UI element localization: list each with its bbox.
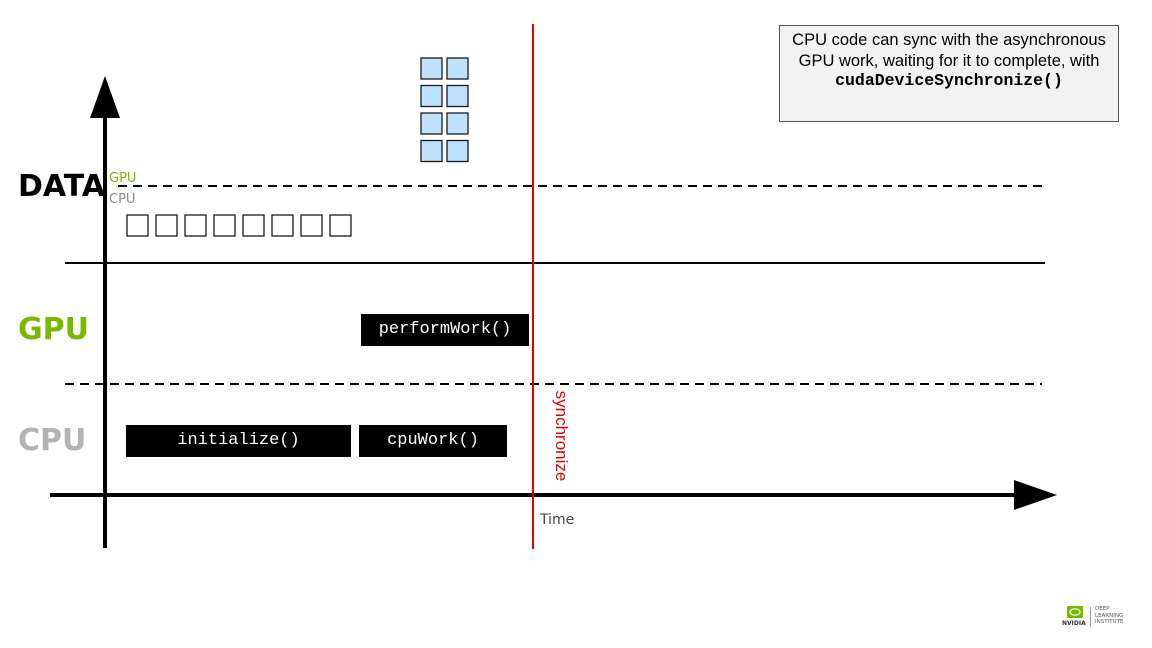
callout-box: CPU code can sync with the asynchronous …: [779, 25, 1119, 122]
row-label-data: DATA: [18, 169, 106, 204]
cpu-data-block: [155, 214, 178, 237]
cpu-work-task: cpuWork(): [359, 425, 507, 457]
nvidia-wordmark: NVIDIA: [1062, 620, 1086, 627]
institute-line-1: DEEP: [1095, 606, 1110, 612]
cpu-data-block: [329, 214, 352, 237]
cpu-data-block: [271, 214, 294, 237]
nvidia-dli-logo: NVIDIA DEEP LEARNING INSTITUTE: [1062, 605, 1132, 631]
nvidia-eye-icon: [1067, 606, 1083, 618]
gpu-data-block: [420, 84, 443, 108]
vertical-axis-arrowhead: [90, 76, 120, 118]
institute-wordmark: DEEP LEARNING INSTITUTE: [1095, 606, 1123, 626]
logo-divider: [1090, 607, 1091, 627]
cpu-data-block: [300, 214, 323, 237]
synchronize-label: synchronize: [552, 390, 571, 482]
gpu-data-block: [446, 57, 469, 80]
institute-line-2: LEARNING: [1095, 612, 1124, 619]
callout-code: cudaDeviceSynchronize(): [835, 71, 1063, 90]
gpu-data-block: [420, 57, 443, 80]
institute-line-3: INSTITUTE: [1095, 619, 1124, 625]
gpu-memory-label: GPU: [109, 171, 137, 186]
cpu-data-block: [213, 214, 236, 237]
gpu-data-block: [446, 139, 469, 163]
row-label-gpu: GPU: [18, 312, 89, 347]
perform-work-task: performWork(): [361, 314, 529, 346]
cpu-data-blocks: [126, 214, 352, 237]
cpu-data-block: [184, 214, 207, 237]
gpu-data-block: [420, 139, 443, 163]
cpu-data-block: [242, 214, 265, 237]
gpu-data-blocks: [420, 57, 469, 163]
cpu-data-block: [126, 214, 149, 237]
time-axis-arrowhead: [1014, 480, 1057, 510]
gpu-data-block: [446, 84, 469, 108]
time-axis-label: Time: [540, 512, 575, 528]
gpu-data-block: [420, 112, 443, 135]
cpu-memory-label: CPU: [109, 192, 136, 207]
row-label-cpu: CPU: [18, 423, 87, 458]
callout-text: CPU code can sync with the asynchronous …: [792, 31, 1106, 70]
gpu-data-block: [446, 112, 469, 135]
initialize-task: initialize(): [126, 425, 351, 457]
